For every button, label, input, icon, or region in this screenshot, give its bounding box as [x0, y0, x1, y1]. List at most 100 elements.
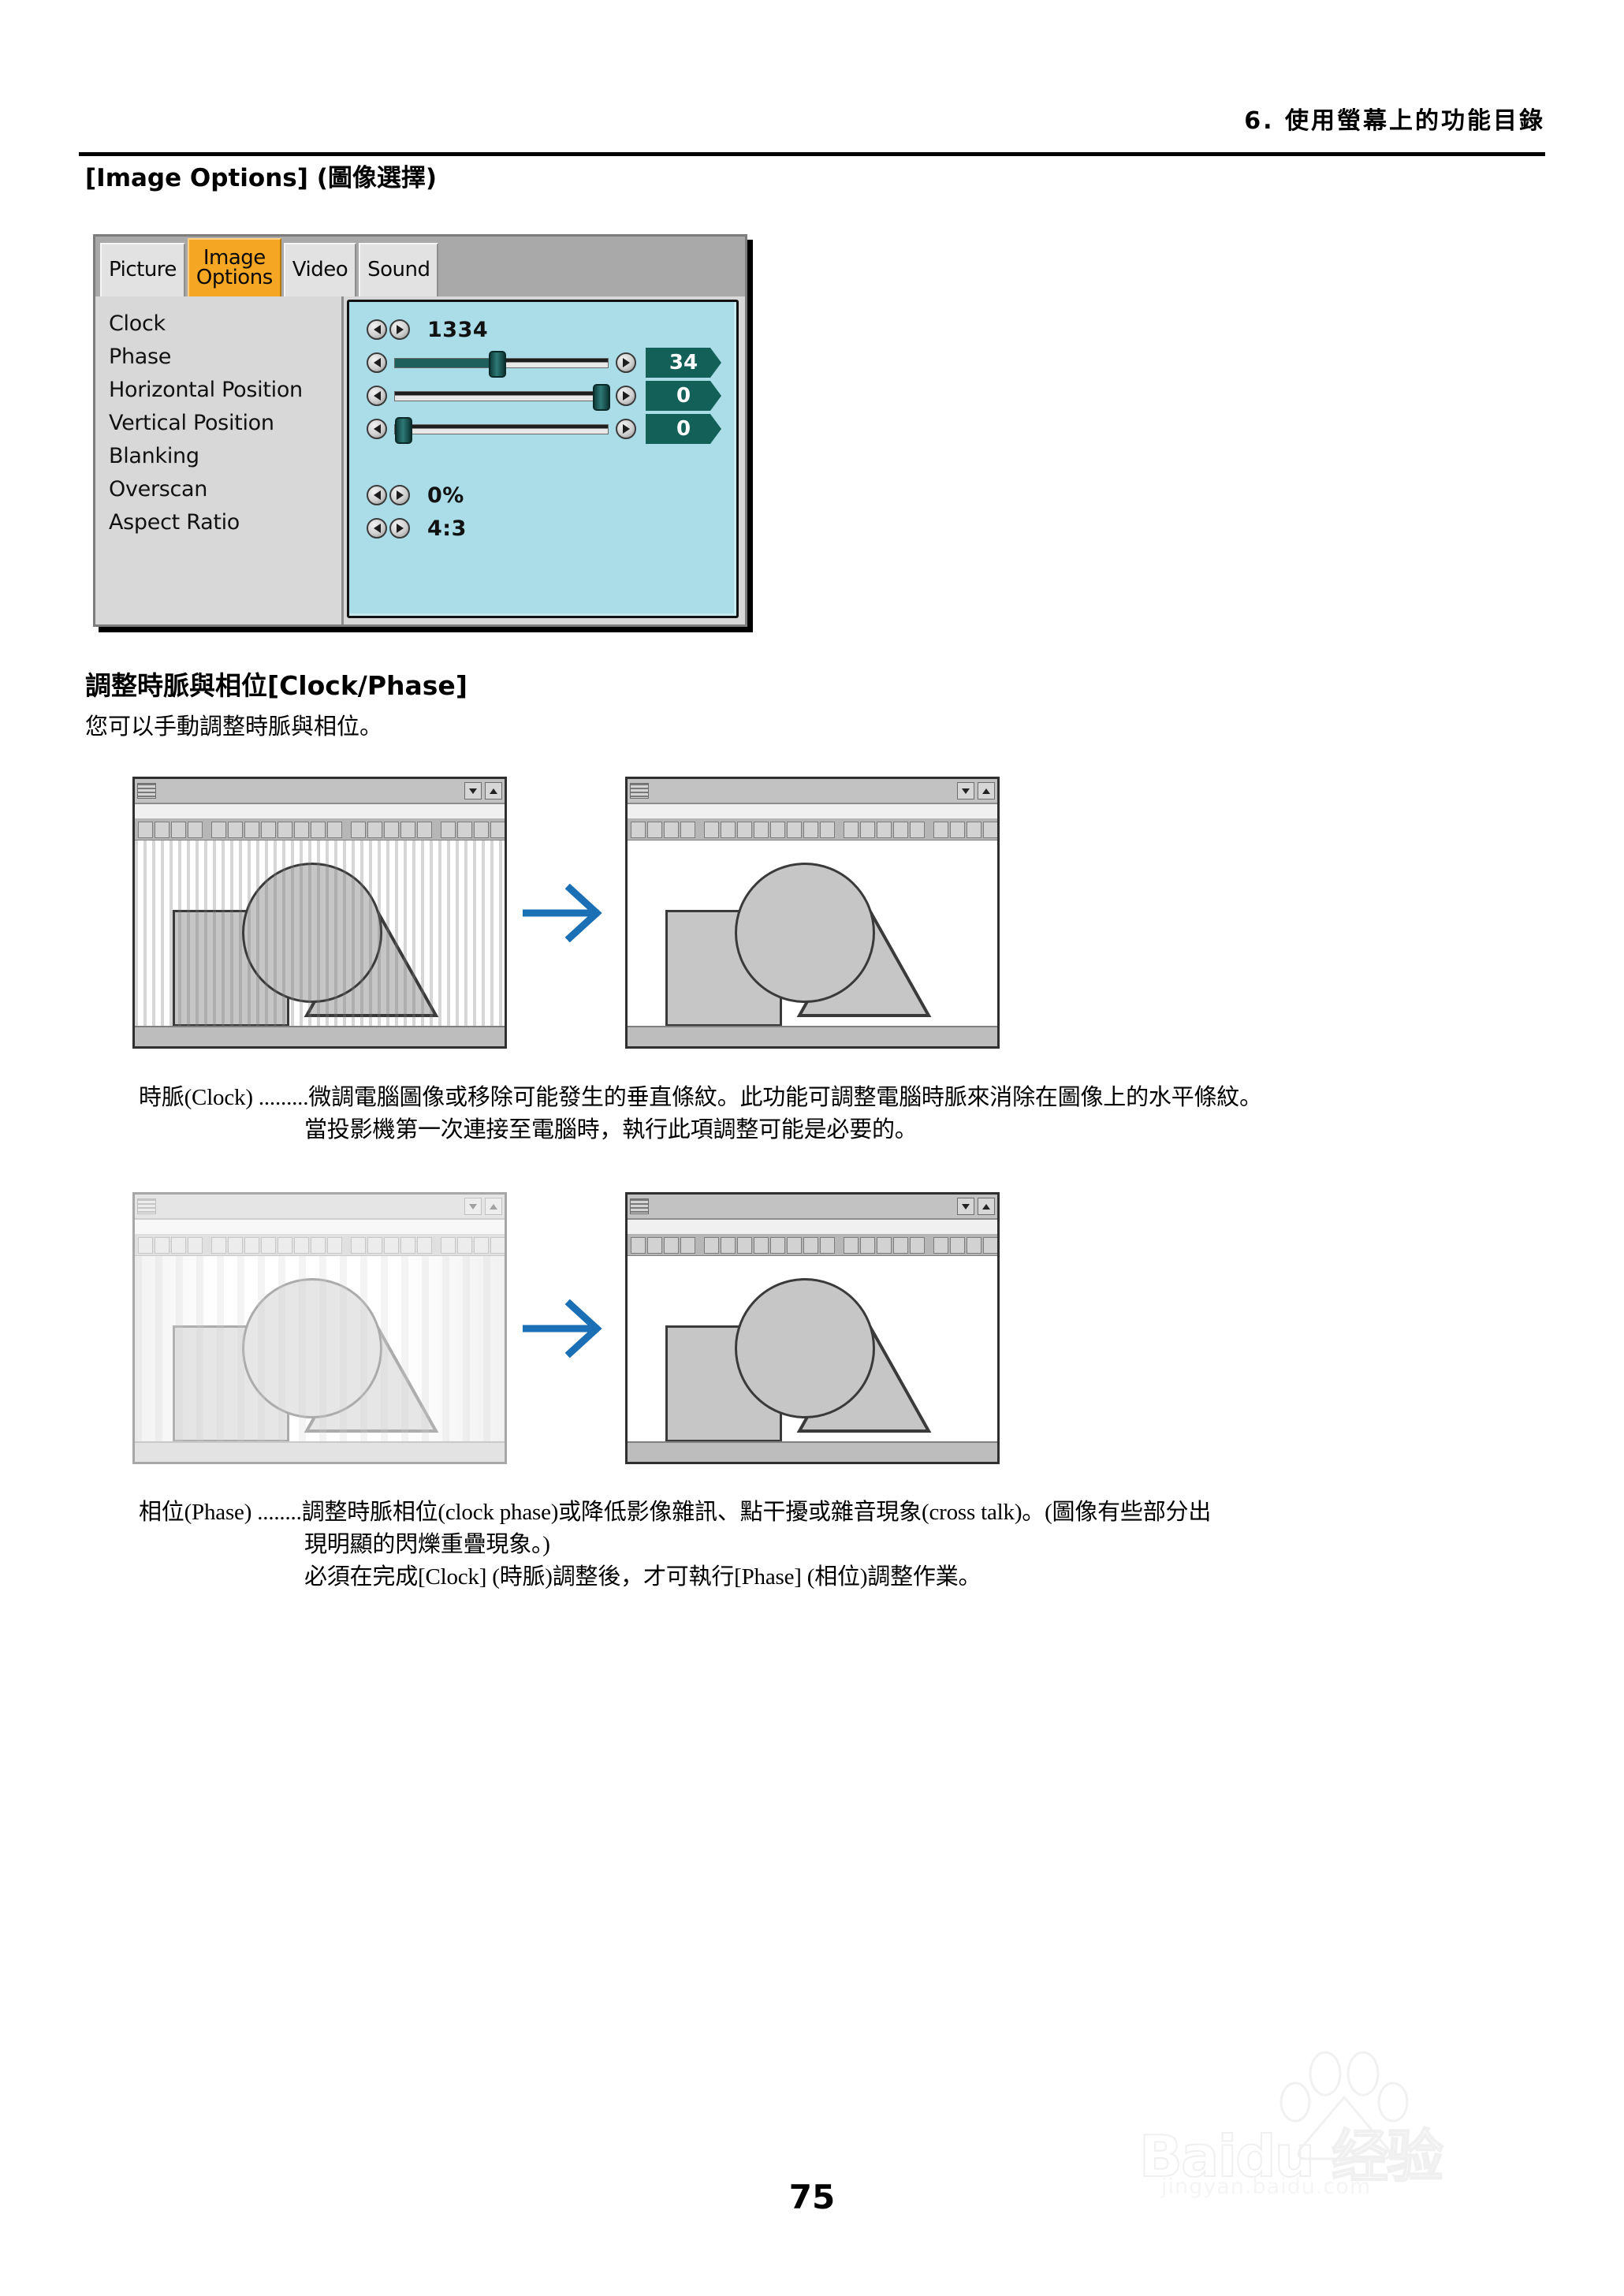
vertical-position-decrease-icon[interactable] — [367, 419, 387, 439]
window-canvas — [135, 1256, 505, 1442]
figure-phase-before — [132, 1192, 507, 1464]
window-buttons — [464, 1198, 502, 1215]
phase-slider[interactable] — [394, 350, 609, 378]
window-titlebar — [135, 1195, 505, 1220]
figure-phase-after — [625, 1192, 1000, 1464]
overscan-increase-icon[interactable] — [389, 485, 410, 505]
aspect-ratio-value: 4:3 — [427, 516, 467, 541]
osd-label-vertical-position: Vertical Position — [109, 411, 274, 435]
tab-sound-label: Sound — [367, 258, 430, 282]
window-statusbar — [135, 1026, 505, 1046]
window-canvas — [628, 840, 997, 1027]
caption-phase: 相位(Phase) ........調整時脈相位(clock phase)或降低… — [139, 1496, 1550, 1594]
shape-circle — [735, 863, 875, 1003]
figure-phase-comparison — [132, 1192, 1000, 1464]
caption-clock: 時脈(Clock) .........微調電腦圖像或移除可能發生的垂直條紋。此功… — [139, 1082, 1550, 1146]
page-number: 75 — [788, 2178, 836, 2216]
clock-decrease-icon[interactable] — [367, 319, 387, 340]
osd-menu-body: Clock Phase Horizontal Position Vertical… — [95, 296, 745, 624]
window-minimize-icon — [464, 1198, 482, 1215]
window-toolbar — [135, 1235, 505, 1257]
tab-picture-label: Picture — [109, 258, 177, 282]
tab-image-options-label-line2: Options — [196, 266, 273, 289]
phase-decrease-icon[interactable] — [367, 352, 387, 373]
vertical-position-slider[interactable] — [394, 416, 609, 444]
tab-picture[interactable]: Picture — [100, 243, 185, 296]
window-titlebar — [628, 1195, 997, 1220]
window-toolbar — [628, 1235, 997, 1257]
window-statusbar — [135, 1441, 505, 1462]
window-titlebar — [628, 779, 997, 804]
shape-circle — [242, 863, 382, 1003]
osd-row-phase: 34 — [349, 346, 736, 379]
vertical-position-increase-icon[interactable] — [616, 419, 636, 439]
window-minimize-icon — [957, 1198, 974, 1215]
window-menubar — [135, 1220, 505, 1235]
window-buttons — [464, 782, 502, 800]
figure-clock-before — [132, 777, 507, 1049]
tab-image-options[interactable]: Image Options — [187, 238, 281, 296]
header-divider — [79, 152, 1545, 156]
caption-phase-term: 相位(Phase) ........ — [139, 1500, 302, 1525]
figure-clock-comparison — [132, 777, 1000, 1049]
osd-label-blanking: Blanking — [109, 444, 199, 468]
horizontal-position-increase-icon[interactable] — [616, 386, 636, 406]
clock-stepper[interactable] — [367, 319, 410, 340]
phase-slider-knob[interactable] — [488, 350, 506, 378]
window-maximize-icon — [485, 782, 502, 800]
tab-image-options-label-line1: Image — [203, 246, 266, 270]
window-menu-icon — [137, 783, 156, 799]
aspect-ratio-stepper[interactable] — [367, 518, 410, 539]
clock-increase-icon[interactable] — [389, 319, 410, 340]
aspect-ratio-increase-icon[interactable] — [389, 518, 410, 539]
tab-video-label: Video — [292, 258, 348, 282]
caption-clock-line2: 當投影機第一次連接至電腦時，執行此項調整可能是必要的。 — [304, 1117, 918, 1143]
horizontal-position-slider[interactable] — [394, 383, 610, 411]
horizontal-position-decrease-icon[interactable] — [367, 386, 387, 406]
aspect-ratio-decrease-icon[interactable] — [367, 518, 387, 539]
window-toolbar — [628, 819, 997, 841]
window-toolbar — [135, 819, 505, 841]
window-buttons — [957, 1198, 995, 1215]
tab-sound[interactable]: Sound — [359, 243, 439, 296]
vertical-position-slider-knob[interactable] — [394, 416, 412, 444]
window-minimize-icon — [464, 782, 482, 800]
osd-row-aspect-ratio: 4:3 — [349, 512, 736, 545]
window-menu-icon — [630, 783, 649, 799]
page-header: 6. 使用螢幕上的功能目錄 — [79, 101, 1545, 156]
phase-increase-icon[interactable] — [616, 352, 636, 373]
window-canvas — [628, 1256, 997, 1442]
osd-label-phase: Phase — [109, 345, 172, 369]
osd-label-clock: Clock — [109, 311, 166, 336]
overscan-value: 0% — [427, 483, 464, 508]
window-buttons — [957, 782, 995, 800]
osd-row-blanking — [349, 445, 736, 479]
osd-row-overscan: 0% — [349, 479, 736, 512]
clock-value: 1334 — [427, 317, 489, 342]
osd-label-horizontal-position: Horizontal Position — [109, 378, 303, 402]
window-menu-icon — [630, 1198, 649, 1214]
clock-phase-heading: 調整時脈與相位[Clock/Phase] — [85, 670, 467, 701]
right-arrow-icon — [523, 1299, 602, 1358]
horizontal-position-slider-knob[interactable] — [592, 383, 610, 411]
overscan-decrease-icon[interactable] — [367, 485, 387, 505]
caption-phase-line3: 必須在完成[Clock] (時脈)調整後，才可執行[Phase] (相位)調整作… — [304, 1564, 981, 1590]
window-menu-icon — [137, 1198, 156, 1214]
osd-value-column: 1334 34 0 — [347, 300, 739, 618]
shape-circle — [735, 1278, 875, 1418]
right-arrow-icon — [523, 883, 602, 942]
tab-video[interactable]: Video — [283, 243, 357, 296]
overscan-stepper[interactable] — [367, 485, 410, 505]
shape-circle — [242, 1278, 382, 1418]
window-canvas — [135, 840, 505, 1027]
phase-arrow — [507, 1192, 625, 1464]
window-titlebar — [135, 779, 505, 804]
window-maximize-icon — [978, 782, 995, 800]
phase-value-badge: 34 — [646, 348, 721, 378]
window-maximize-icon — [485, 1198, 502, 1215]
caption-clock-term: 時脈(Clock) ......... — [139, 1085, 309, 1110]
watermark: Baidu 经验 jingyan.baidu.com — [1138, 2034, 1541, 2199]
window-menubar — [628, 1220, 997, 1235]
osd-label-column: Clock Phase Horizontal Position Vertical… — [95, 296, 344, 624]
window-maximize-icon — [978, 1198, 995, 1215]
